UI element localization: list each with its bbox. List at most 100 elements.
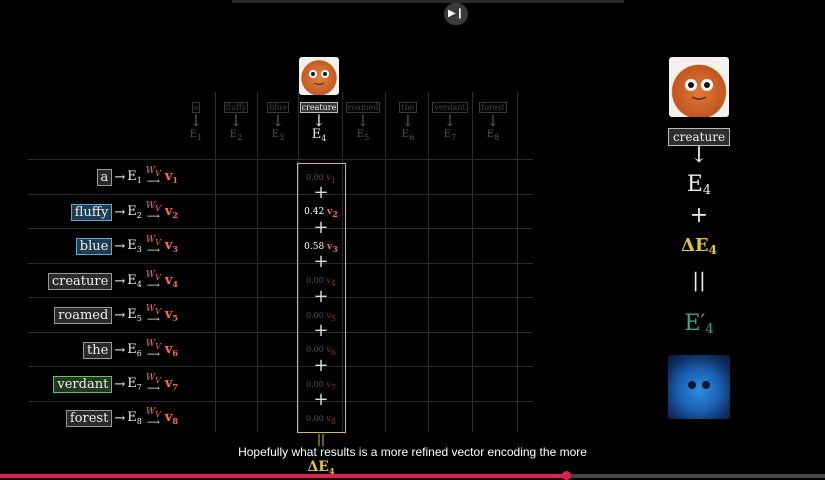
- embedding-letter: E: [127, 376, 137, 391]
- creature-face-icon: [309, 70, 329, 86]
- value-vector-small: v1: [326, 173, 336, 185]
- value-vector-small: v5: [326, 311, 336, 323]
- long-arrow-icon: ⟶: [146, 384, 160, 394]
- caption-subtitle: Hopefully what results is a more refined…: [238, 445, 587, 459]
- grid-line: [517, 92, 518, 432]
- matrix-letter: W: [145, 201, 156, 211]
- embedding-index: 3: [136, 245, 142, 254]
- embedding-index: 2: [136, 211, 142, 220]
- weighted-value-cell: 0.00 v4: [298, 276, 344, 288]
- embedding-label: E1: [189, 129, 203, 142]
- value-vector-small: v8: [326, 414, 336, 426]
- column-word: the: [399, 102, 417, 113]
- value-matrix-arrow: WV⟶: [146, 202, 161, 222]
- matrix-index: V: [155, 204, 161, 213]
- grid-line: [28, 401, 533, 402]
- skip-next-icon[interactable]: ▶❙: [444, 3, 468, 25]
- vector-index: 2: [172, 210, 178, 220]
- embedding-index: 5: [136, 314, 142, 323]
- video-progress-bar[interactable]: [0, 474, 825, 478]
- embedding-symbol: E2: [127, 204, 142, 220]
- value-matrix-label: WV: [146, 340, 161, 352]
- attention-weight: 0.58: [304, 242, 325, 252]
- value-matrix-label: WV: [145, 201, 161, 214]
- highlighted-column: [297, 163, 346, 433]
- weighted-value-cell: 0.00 v5: [298, 311, 344, 323]
- column-word: creature: [299, 102, 339, 113]
- blue-fluffy-creature-image: [668, 355, 730, 419]
- embedding-letter: E: [127, 238, 137, 253]
- value-matrix-arrow: WV⟶: [146, 340, 161, 360]
- token-word: verdant: [53, 375, 113, 393]
- matrix-letter: W: [145, 166, 156, 176]
- vector-letter: v: [164, 238, 173, 253]
- column-header-blue: blue ↓ E3: [258, 102, 298, 144]
- embedding-index: 1: [136, 176, 142, 185]
- blue-creature-face-icon: [688, 381, 710, 389]
- embedding-label: E6: [401, 129, 415, 142]
- matrix-letter: W: [145, 373, 156, 383]
- matrix-index: V: [155, 410, 161, 419]
- value-matrix-label: WV: [145, 166, 161, 179]
- vector-index: 5: [330, 314, 336, 323]
- column-word: forest: [479, 102, 507, 113]
- attention-weight: 0.00: [306, 311, 324, 320]
- vector-index: 6: [172, 348, 178, 358]
- embedding-letter: E: [127, 204, 137, 219]
- weighted-value-cell: 0.42 v2: [298, 207, 344, 219]
- delta-symbol: ΔE: [680, 235, 709, 256]
- fluffy-creature-image-large: [669, 57, 729, 117]
- right-embedding: E4: [660, 172, 738, 204]
- value-vector-small: v7: [326, 380, 336, 392]
- right-arrow-icon: →: [114, 273, 126, 289]
- column-header-verdant: verdant ↓ E7: [430, 102, 470, 144]
- vector-letter: v: [164, 410, 173, 425]
- delta-symbol: ΔE: [307, 459, 329, 475]
- progress-knob[interactable]: [561, 471, 571, 480]
- value-vector: v4: [165, 273, 178, 289]
- value-vector-small: v4: [326, 276, 336, 288]
- value-matrix-arrow: WV⟶: [146, 305, 161, 325]
- embedding-symbol: E1: [127, 169, 142, 185]
- column-word: a: [191, 102, 201, 113]
- matrix-index: V: [155, 273, 161, 282]
- right-arrow-icon: →: [114, 342, 126, 358]
- grid-line: [428, 92, 429, 432]
- grid-line: [28, 263, 533, 264]
- vector-index: 7: [330, 383, 336, 392]
- token-word: roamed: [54, 306, 113, 324]
- weighted-value-cell: 0.00 v7: [298, 380, 344, 392]
- value-vector: v7: [165, 376, 178, 392]
- attention-weight: 0.00: [306, 414, 324, 423]
- grid-line: [28, 297, 533, 298]
- column-header-forest: forest ↓ E8: [473, 102, 513, 144]
- column-word: blue: [267, 102, 289, 113]
- value-matrix-arrow: WV⟶: [146, 271, 161, 291]
- grid-line: [28, 159, 533, 160]
- grid-line: [257, 92, 258, 432]
- attention-weight: 0.00: [306, 173, 324, 182]
- matrix-index: V: [155, 376, 161, 385]
- down-arrow-icon: ↓: [443, 111, 457, 130]
- value-matrix-arrow: WV⟶: [146, 167, 161, 187]
- column-header-roamed: roamed ↓ E5: [343, 102, 383, 144]
- value-matrix-label: WV: [145, 373, 161, 386]
- weighted-value-cell: 0.58 v3: [298, 242, 344, 254]
- value-matrix-label: WV: [146, 408, 161, 420]
- vector-letter: v: [164, 376, 173, 391]
- embedding-symbol: E8: [127, 410, 142, 426]
- plus-sign: +: [313, 182, 329, 203]
- matrix-index: V: [155, 169, 161, 178]
- column-header-the: the ↓ E6: [388, 102, 428, 144]
- attention-weight: 0.00: [306, 345, 324, 354]
- value-vector-small: v6: [326, 345, 336, 357]
- vector-index: 4: [172, 279, 178, 289]
- embedding-index: 4: [136, 280, 142, 289]
- bottom-delta-label: ΔE4: [298, 460, 344, 478]
- bottom-equals-sign: ||: [316, 432, 326, 446]
- vector-index: 7: [172, 382, 178, 392]
- attention-weight: 0.00: [306, 380, 324, 389]
- embedding-letter: E: [127, 169, 137, 184]
